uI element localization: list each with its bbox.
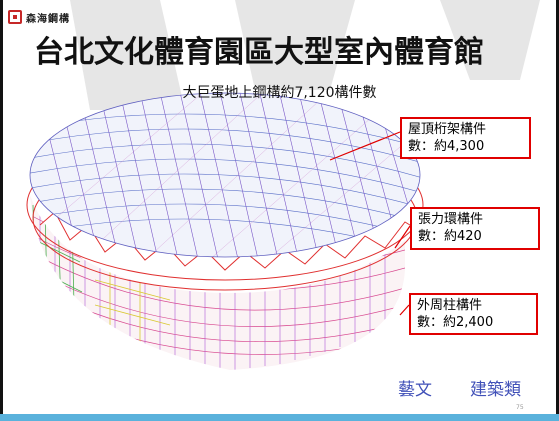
right-border (556, 0, 559, 421)
callout-perimeter-column: 外周柱構件 數：約2,400 (409, 293, 538, 335)
callout-label: 屋頂桁架構件 (408, 122, 487, 137)
leader-line-column (399, 304, 410, 316)
bottom-accent-bar (0, 414, 559, 421)
link-arts[interactable]: 藝文 (398, 380, 432, 400)
slide-title: 台北文化體育園區大型室內體育館 (34, 35, 484, 70)
company-logo-text: 森海鋼構 (26, 13, 70, 25)
callout-count: 數：約4,300 (408, 139, 485, 154)
callout-label: 外周柱構件 (417, 298, 483, 313)
link-architecture[interactable]: 建築類 (470, 380, 521, 400)
backdrop-shape (235, 0, 355, 90)
callout-roof-truss: 屋頂桁架構件 數：約4,300 (400, 117, 531, 159)
backdrop-shape (440, 0, 540, 80)
company-logo: 森海鋼構 (8, 6, 70, 28)
leader-line-ring (394, 225, 411, 249)
company-logo-icon (8, 10, 22, 24)
left-border (0, 0, 3, 421)
slide-subtitle: 大巨蛋地上鋼構約7,120構件數 (182, 85, 377, 101)
callout-tension-ring: 張力環構件 數：約420 (410, 207, 540, 250)
roof-outline (29, 92, 421, 258)
leader-line-roof (329, 131, 401, 161)
callout-label: 張力環構件 (418, 212, 484, 227)
roof-truss-grid (30, 93, 420, 257)
callout-count: 數：約2,400 (417, 315, 494, 330)
callout-count: 數：約420 (418, 229, 482, 244)
page-number: 75 (516, 404, 524, 411)
backdrop-shape (70, 0, 185, 110)
